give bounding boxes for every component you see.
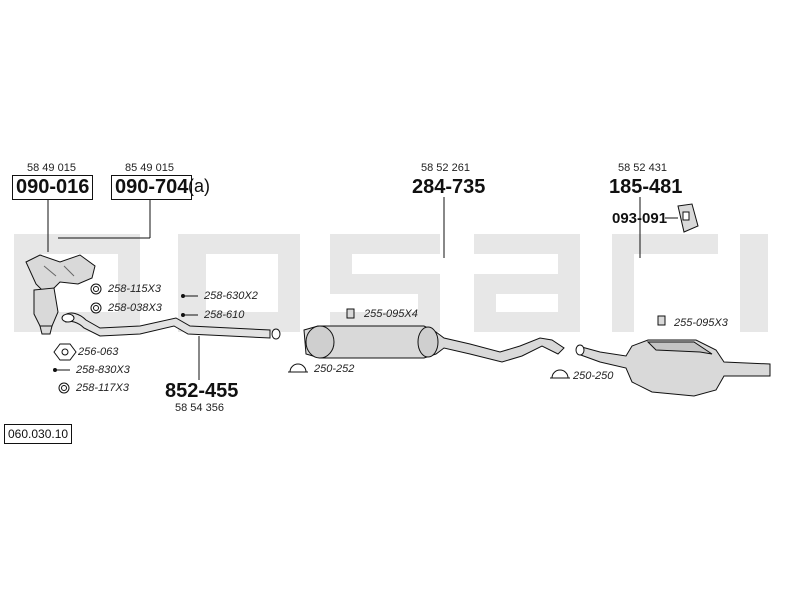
front-pipe-part — [61, 312, 281, 340]
part-number-catalyst[interactable]: 090-704 — [111, 175, 193, 200]
accessory-code[interactable]: 256-063 — [78, 346, 119, 358]
manifold-catalyst-part — [25, 254, 96, 335]
oem-number: 58 49 015 — [27, 162, 76, 174]
rubber-mount-icon — [346, 308, 355, 319]
bosal-watermark — [14, 234, 768, 332]
oem-number: 85 49 015 — [125, 162, 174, 174]
accessory-code[interactable]: 258-610 — [204, 309, 245, 321]
flange-gasket-icon — [53, 343, 77, 361]
middle-silencer-part — [303, 325, 565, 363]
accessory-code[interactable]: 258-038X3 — [108, 302, 162, 314]
leader-lines — [47, 197, 678, 380]
part-number-exhaust-manifold[interactable]: 090-016 — [12, 175, 94, 200]
accessory-code[interactable]: 258-117X3 — [76, 382, 130, 394]
oem-number: 58 52 261 — [421, 162, 470, 174]
bolt-icons — [53, 294, 198, 372]
part-number-rear-silencer[interactable]: 185-481 — [609, 176, 683, 198]
rear-silencer-part — [575, 339, 771, 397]
oem-number: 58 52 431 — [618, 162, 667, 174]
accessory-code[interactable]: 258-830X3 — [76, 364, 130, 376]
ring-gasket-icon — [58, 382, 70, 394]
accessory-code[interactable]: 255-095X4 — [364, 308, 418, 320]
clamp-icon — [289, 363, 307, 373]
part-suffix: (a) — [188, 176, 210, 196]
clamp-icon — [551, 369, 569, 379]
ring-gasket-icon — [90, 283, 102, 295]
bracket-part — [677, 203, 699, 233]
ring-gasket-icon — [90, 302, 102, 314]
part-number-middle-silencer[interactable]: 284-735 — [412, 176, 486, 198]
rubber-mount-icon — [657, 315, 666, 326]
accessory-code[interactable]: 255-095X3 — [674, 317, 728, 329]
part-number-front-pipe[interactable]: 852-455 — [165, 380, 239, 402]
diagram-reference-number: 060.030.10 — [4, 424, 73, 444]
accessory-icons — [53, 283, 666, 394]
accessory-code[interactable]: 258-630X2 — [204, 290, 258, 302]
part-number-bracket[interactable]: 093-091 — [612, 210, 668, 227]
accessory-code[interactable]: 250-250 — [573, 370, 614, 382]
oem-number: 58 54 356 — [175, 402, 224, 414]
accessory-code[interactable]: 250-252 — [314, 363, 355, 375]
accessory-code[interactable]: 258-115X3 — [108, 283, 162, 295]
